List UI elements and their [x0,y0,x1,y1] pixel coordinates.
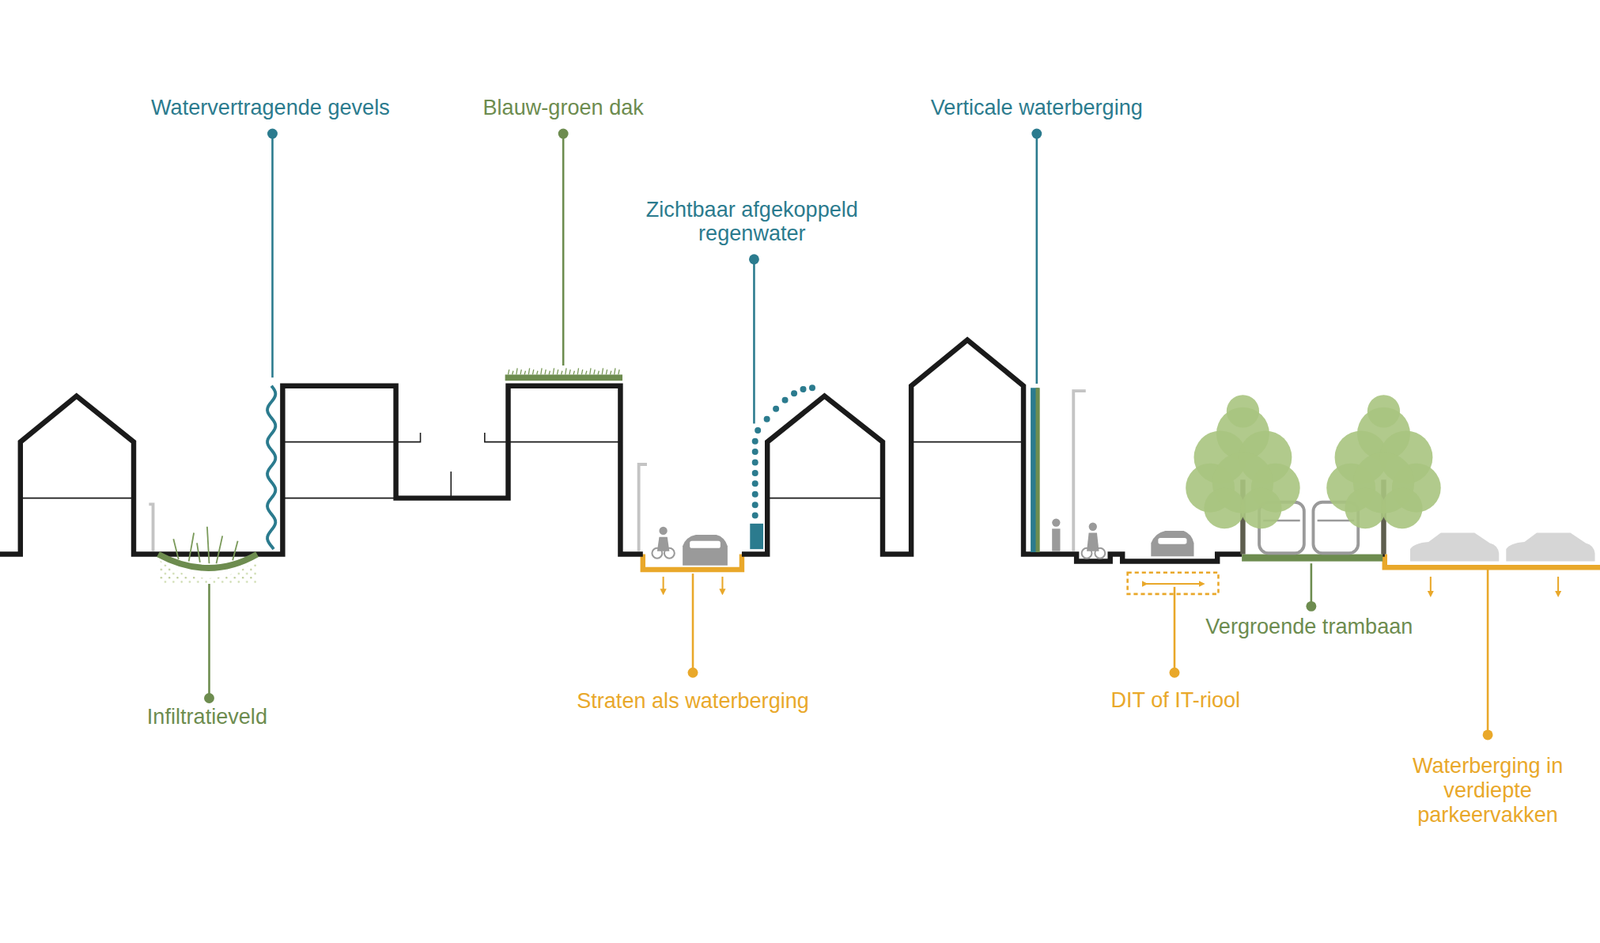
car-windows [689,537,1187,549]
leader-dot [1305,601,1317,612]
leader-lines [204,128,1493,741]
leader-line [562,133,565,366]
leader-line [1173,586,1177,673]
leader-dot [748,253,760,265]
green-tramway [1241,554,1383,562]
leader-dot [1169,667,1181,678]
rain-barrel [749,523,764,549]
leader-dot [267,128,278,140]
vertical-green [1036,387,1041,553]
water-retaining-facade [267,385,276,549]
leader-line [1036,133,1039,384]
callout-label: Zichtbaar afgekoppeld regenwater [624,196,881,246]
leader-line [752,259,756,424]
flow-arrow [1145,582,1203,585]
leader-line [692,573,695,673]
dit-pipe [1127,572,1219,594]
callout-label: Vergroende trambaan [1205,614,1413,640]
leader-line [271,133,274,378]
callout-label: Blauw-groen dak [483,94,644,120]
roof-grass [508,367,621,375]
leader-dot [1482,729,1494,740]
green-roof [505,374,623,381]
callout-label: Watervertragende gevels [151,94,390,120]
infiltration-arrows [663,576,1559,594]
callout-label: Infiltratieveld [147,703,268,729]
leader-dot [688,667,699,678]
leader-line [1310,563,1313,606]
callout-label: Verticale waterberging [930,94,1143,120]
rainwater-dots [752,384,816,519]
callout-label: DIT of IT-riool [1110,688,1241,713]
leader-dot [558,128,569,140]
reeds [173,526,238,564]
callout-label: Waterberging in verdiepte parkeervakken [1400,752,1574,827]
callout-label: Straten als waterberging [576,688,810,714]
parked-cars [1410,532,1596,561]
lamp-posts [148,390,1086,552]
leader-dot [1031,128,1042,140]
trees [1185,394,1442,554]
leader-dot [204,692,215,704]
leader-line [208,583,211,699]
infiltration-field [158,554,258,568]
floors [20,432,1024,499]
leader-line [1486,569,1490,735]
cars [682,530,1194,566]
